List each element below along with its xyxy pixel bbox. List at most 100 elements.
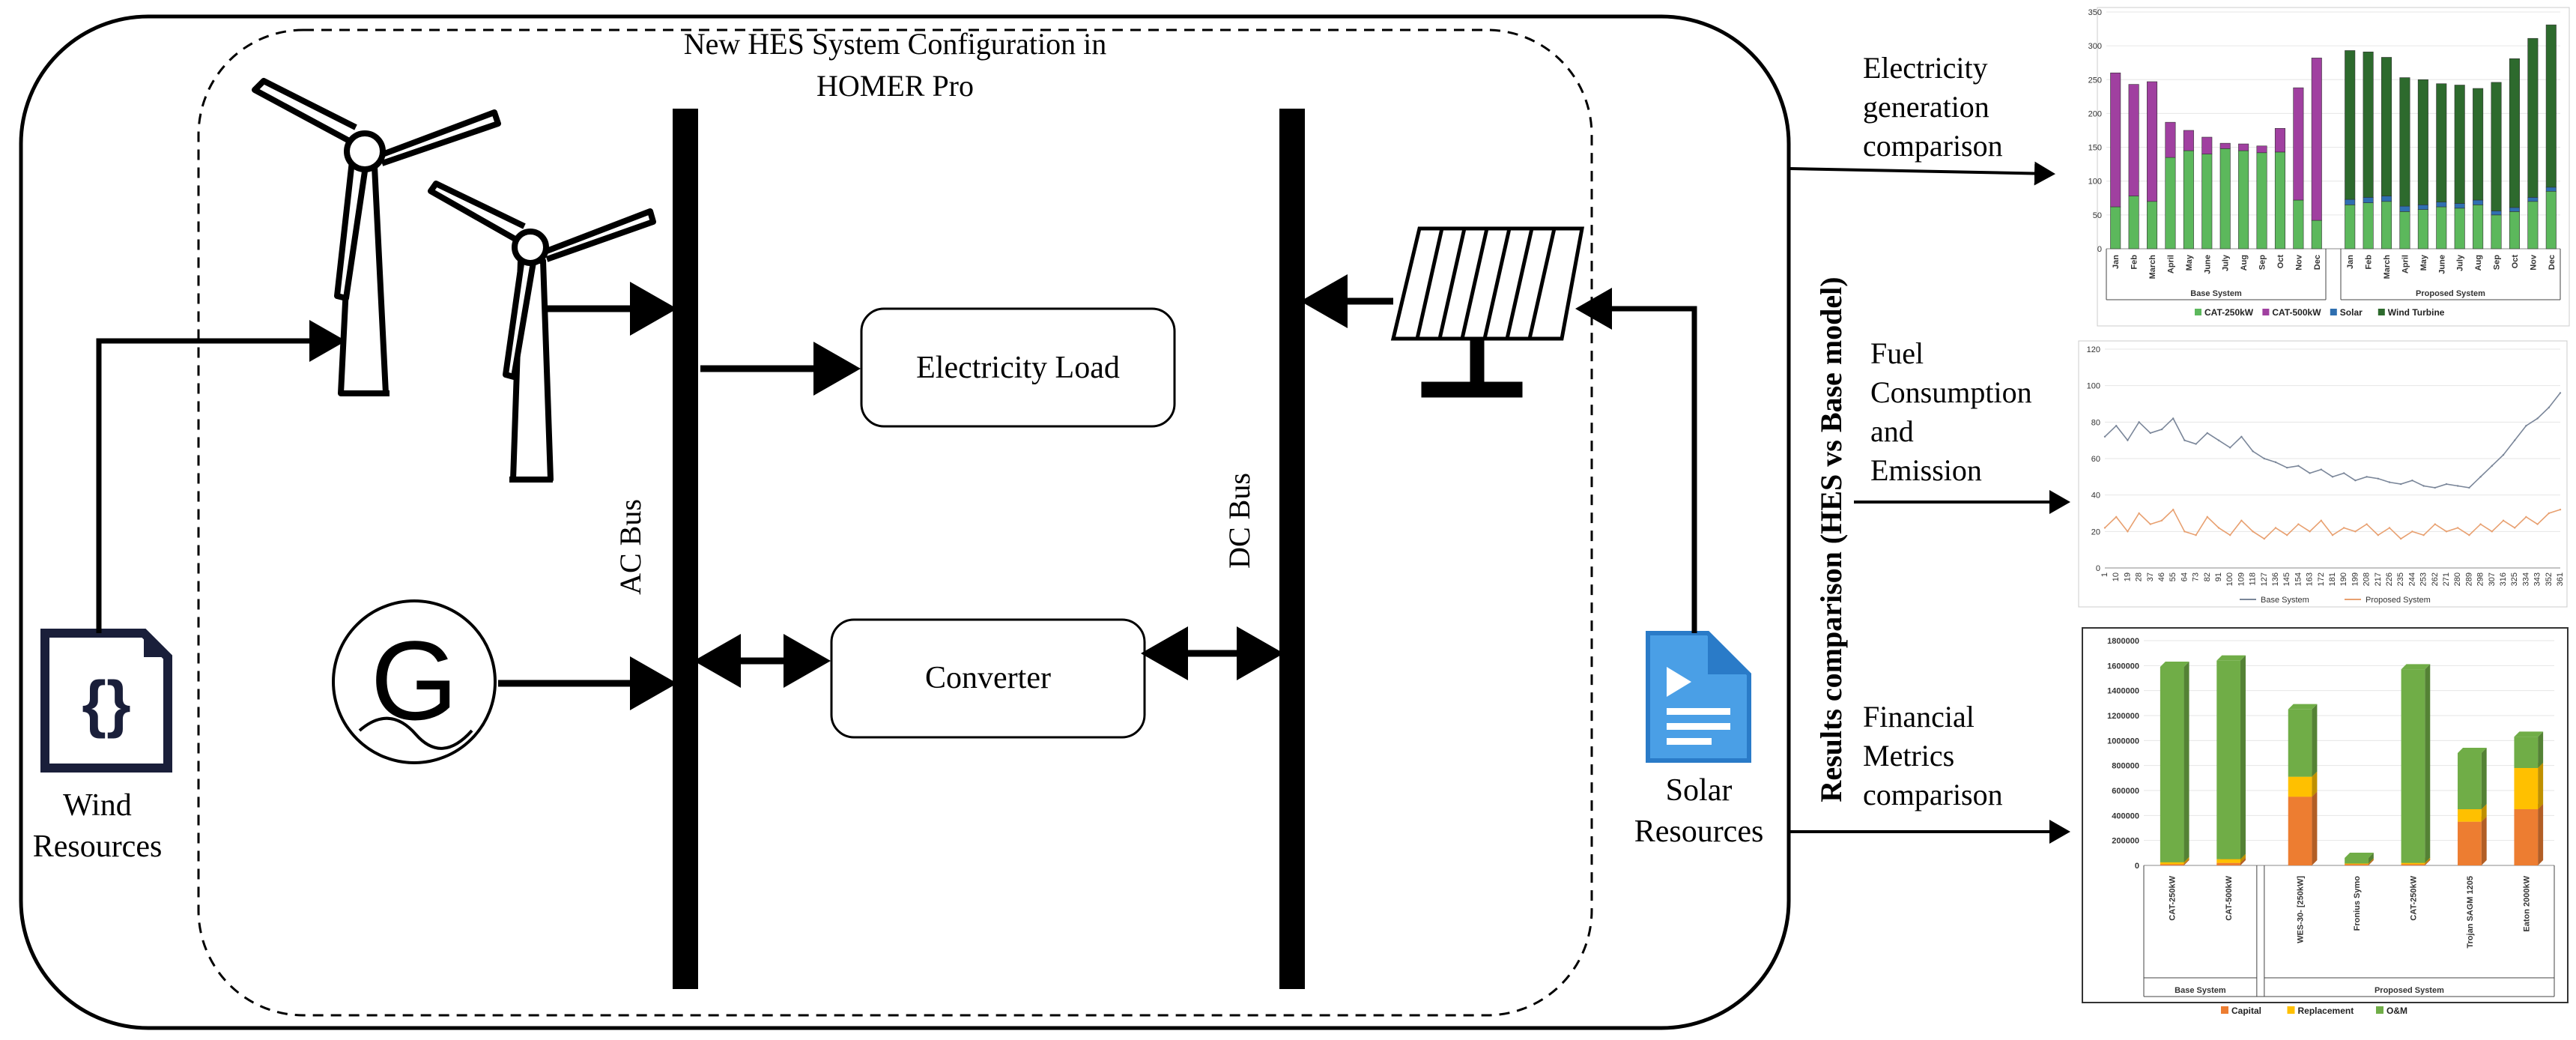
data-point — [2320, 519, 2322, 521]
bar-segment — [2458, 821, 2482, 865]
system-title-line2: HOMER Pro — [816, 69, 974, 103]
x-tick-label: 334 — [2521, 572, 2530, 586]
data-point — [2411, 480, 2413, 482]
y-tick-label: 350 — [2088, 8, 2102, 17]
bar-segment — [2238, 150, 2249, 250]
bar-segment — [2381, 57, 2392, 196]
x-tick-label: 217 — [2374, 572, 2383, 586]
bar-segment — [2417, 79, 2428, 205]
data-point — [2536, 523, 2539, 525]
data-point — [2183, 530, 2186, 533]
bar-segment — [2509, 211, 2520, 250]
svg-text:Electricity: Electricity — [1863, 51, 1988, 85]
bar-side — [2368, 853, 2374, 864]
bar-segment — [2545, 187, 2557, 192]
data-point — [2183, 439, 2186, 441]
dc-bus-label: DC Bus — [1222, 473, 1256, 569]
x-tick-label: 46 — [2157, 572, 2166, 581]
data-point — [2217, 527, 2220, 529]
data-point — [2536, 417, 2539, 420]
bar-segment — [2345, 199, 2356, 205]
x-tick-label: Trojan SAGM 1205 — [2466, 876, 2475, 949]
y-tick-label: 200 — [2088, 109, 2102, 118]
legend-label: CAT-500kW — [2272, 307, 2321, 318]
data-point — [2491, 530, 2493, 533]
data-point — [2149, 432, 2151, 435]
x-tick-label: 82 — [2203, 572, 2212, 581]
bar-segment — [2110, 206, 2121, 250]
x-tick-label: 199 — [2351, 572, 2360, 586]
data-point — [2320, 468, 2322, 471]
bar-segment — [2458, 753, 2482, 809]
legend-label: Solar — [2340, 307, 2363, 318]
data-point — [2127, 530, 2129, 533]
bar-segment — [2274, 151, 2285, 250]
bar-segment — [2491, 211, 2502, 216]
x-tick-label: Nov — [2529, 254, 2538, 270]
legend-swatch — [2330, 309, 2337, 315]
solar-panel-icon — [1390, 226, 1585, 398]
data-point — [2422, 534, 2425, 536]
bar-segment — [2110, 72, 2121, 208]
bar-segment — [2160, 864, 2184, 865]
x-tick-label: Aug — [2474, 255, 2483, 270]
data-point — [2229, 447, 2231, 449]
data-point — [2502, 519, 2505, 521]
data-point — [2160, 428, 2163, 431]
y-tick-label: 0 — [2097, 245, 2102, 254]
dc-bus — [1279, 109, 1305, 989]
data-point — [2252, 450, 2254, 453]
bar-side — [2240, 857, 2246, 865]
wind-resources-line2: Resources — [33, 829, 163, 864]
data-point — [2160, 519, 2163, 521]
ac-bus — [673, 109, 698, 989]
electricity-load-box — [860, 307, 1176, 428]
bar-top — [2401, 664, 2431, 670]
generator-icon: G — [332, 599, 497, 764]
system-title-line1: New HES System Configuration in — [684, 27, 1106, 61]
generation-comparison-label: Electricity generation comparison — [1863, 51, 2003, 163]
solar-resources-line2: Resources — [1634, 814, 1764, 849]
x-tick-label: Dec — [2313, 255, 2322, 270]
svg-text:and: and — [1870, 414, 1914, 448]
svg-text:Consumption: Consumption — [1870, 375, 2032, 409]
svg-text:G: G — [371, 617, 458, 743]
y-tick-label: 1400000 — [2107, 687, 2139, 696]
x-tick-label: 172 — [2317, 572, 2326, 586]
bar-segment — [2527, 201, 2539, 250]
bar-segment — [2399, 77, 2410, 207]
y-tick-label: 300 — [2088, 42, 2102, 51]
bar-segment — [2216, 859, 2240, 863]
bar-segment — [2288, 776, 2312, 797]
data-point — [2422, 485, 2425, 487]
bar-segment — [2128, 196, 2139, 250]
x-tick-label: 73 — [2192, 572, 2201, 581]
financial-metrics-label: Financial Metrics comparison — [1863, 700, 2003, 811]
y-tick-label: 20 — [2091, 527, 2100, 536]
data-point — [2172, 417, 2175, 420]
bar-segment — [2216, 862, 2240, 865]
bar-segment — [2436, 202, 2447, 208]
data-point — [2206, 516, 2208, 519]
data-point — [2309, 530, 2311, 533]
x-tick-label: Sep — [2258, 255, 2267, 270]
data-point — [2138, 512, 2140, 515]
data-point — [2172, 508, 2175, 511]
data-point — [2217, 439, 2220, 441]
y-tick-label: 200000 — [2112, 837, 2139, 846]
bar-segment — [2527, 37, 2539, 198]
bar-segment — [2183, 130, 2194, 151]
x-tick-label: 145 — [2282, 572, 2291, 586]
bar-segment — [2363, 51, 2374, 198]
bar-segment — [2514, 809, 2539, 865]
x-tick-label: April — [2166, 255, 2175, 273]
x-tick-label: 307 — [2488, 572, 2497, 586]
bar-segment — [2363, 197, 2374, 203]
x-tick-label: July — [2222, 254, 2231, 271]
data-point — [2297, 523, 2300, 525]
y-tick-label: 40 — [2091, 492, 2100, 501]
data-point — [2457, 485, 2459, 487]
bar-segment — [2293, 199, 2304, 250]
data-point — [2514, 439, 2516, 441]
data-point — [2274, 461, 2277, 464]
